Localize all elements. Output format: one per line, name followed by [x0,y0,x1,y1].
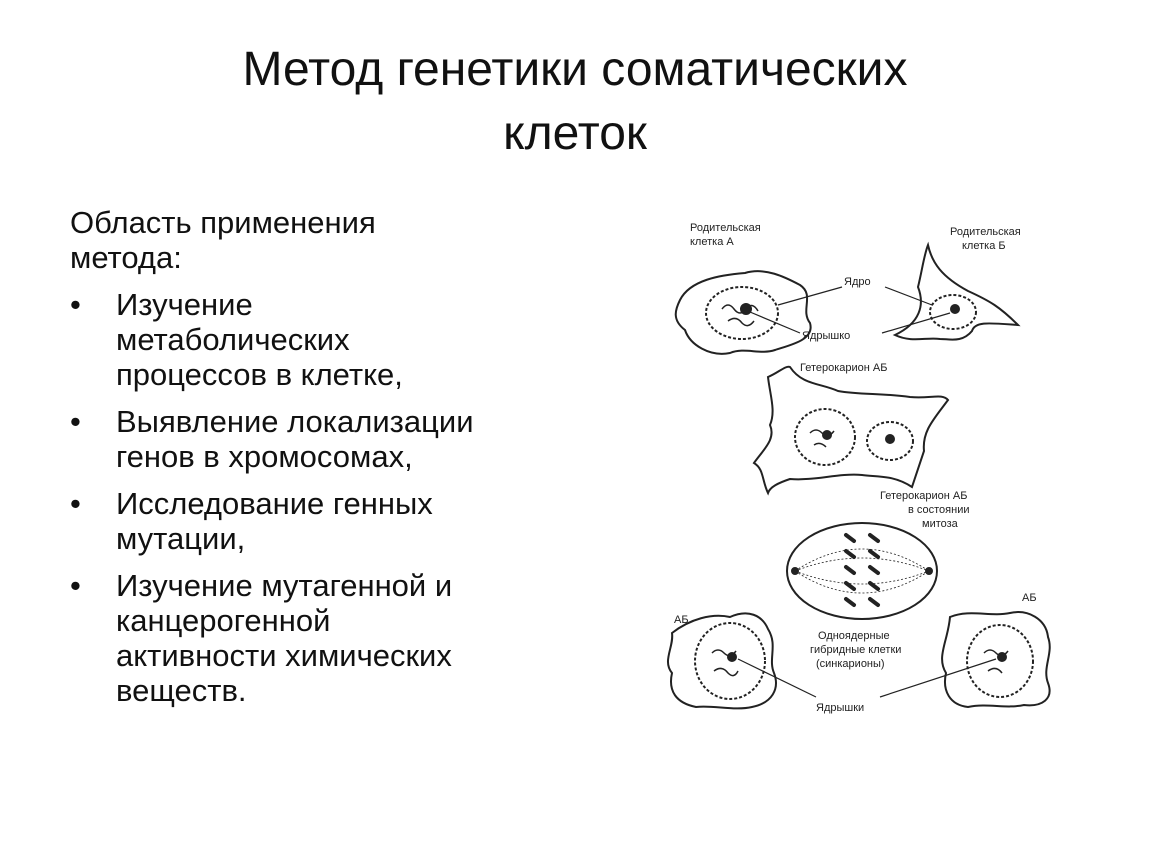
parent-a-chromatin [721,304,759,327]
heterokaryon-nucleus-1 [794,408,856,466]
slide-title: Метод генетики соматических клеток [0,38,1150,166]
label-nucleolus: Ядрышко [802,330,850,342]
bullet-line: мутации, [116,521,246,556]
bullet-dot-icon: • [70,568,81,603]
slide-title-line-1: Метод генетики соматических [242,43,908,96]
label-parent-b-2: клетка Б [962,240,1006,252]
hybrid-cell-right [941,611,1051,709]
parent-a-nucleolus [740,303,752,315]
label-parent-a: Родительская [690,222,761,234]
label-nucleus: Ядро [844,276,871,288]
bullet-line: канцерогенной [116,603,331,638]
bullet-line: Изучение [116,287,253,322]
bullet-dot-icon: • [70,486,81,521]
parent-cell-a [674,270,812,355]
label-ab-right: АБ [1022,592,1037,604]
label-heterokaryon-mitosis-1: Гетерокарион АБ [880,490,967,502]
bullet-line: Изучение мутагенной и [116,568,453,603]
bullet-item: • Выявление локализации генов в хромосом… [70,404,550,474]
label-ab-left: АБ [674,614,689,626]
bullet-line: процессов в клетке, [116,357,403,392]
bullet-dot-icon: • [70,287,81,322]
hybrid-cell-left [667,612,777,710]
bullet-item: • Исследование генных мутации, [70,486,550,556]
bullet-line: Выявление локализации [116,404,474,439]
intro-line-2: метода: [70,240,182,275]
bullet-item: • Изучение метаболических процессов в кл… [70,287,550,392]
bullet-line: активности химических [116,638,452,673]
slide-title-line-2: клеток [503,107,647,160]
label-parent-a-2: клетка А [690,236,734,248]
intro-line-1: Область применения [70,205,376,240]
label-heterokaryon-mitosis-3: митоза [922,518,959,530]
bullet-dot-icon: • [70,404,81,439]
mitosis-cell [786,522,938,620]
label-hybrid-3: (синкарионы) [816,658,885,670]
bullet-item: • Изучение мутагенной и канцерогенной ак… [70,568,550,708]
hybrid-left-nucleus [694,622,766,700]
label-heterokaryon: Гетерокарион АБ [800,362,887,374]
cell-hybridization-diagram: Родительская клетка А Родительская клетк… [667,222,1051,714]
parent-cell-b [892,241,1021,341]
bullet-line: метаболических [116,322,350,357]
parent-b-nucleolus [950,304,960,314]
bullet-list: • Изучение метаболических процессов в кл… [70,287,550,708]
text-content: Область применения метода: • Изучение ме… [70,205,550,720]
intro-text: Область применения метода: [70,205,550,275]
heterokaryon-cell [752,365,950,496]
parent-b-nucleus [929,294,977,330]
spindle-fibers [794,548,930,594]
label-hybrid-2: гибридные клетки [810,644,901,656]
heterokaryon-nucleus-2 [866,421,914,461]
label-nucleoli: Ядрышки [816,702,864,714]
label-heterokaryon-mitosis-2: в состоянии [908,504,970,516]
label-hybrid-1: Одноядерные [818,630,890,642]
label-parent-b: Родительская [950,226,1021,238]
bullet-line: Исследование генных [116,486,433,521]
bullet-line: веществ. [116,673,247,708]
chromosomes [844,533,880,607]
bullet-line: генов в хромосомах, [116,439,413,474]
parent-a-nucleus [705,286,779,340]
hybrid-right-nucleus [966,624,1034,698]
